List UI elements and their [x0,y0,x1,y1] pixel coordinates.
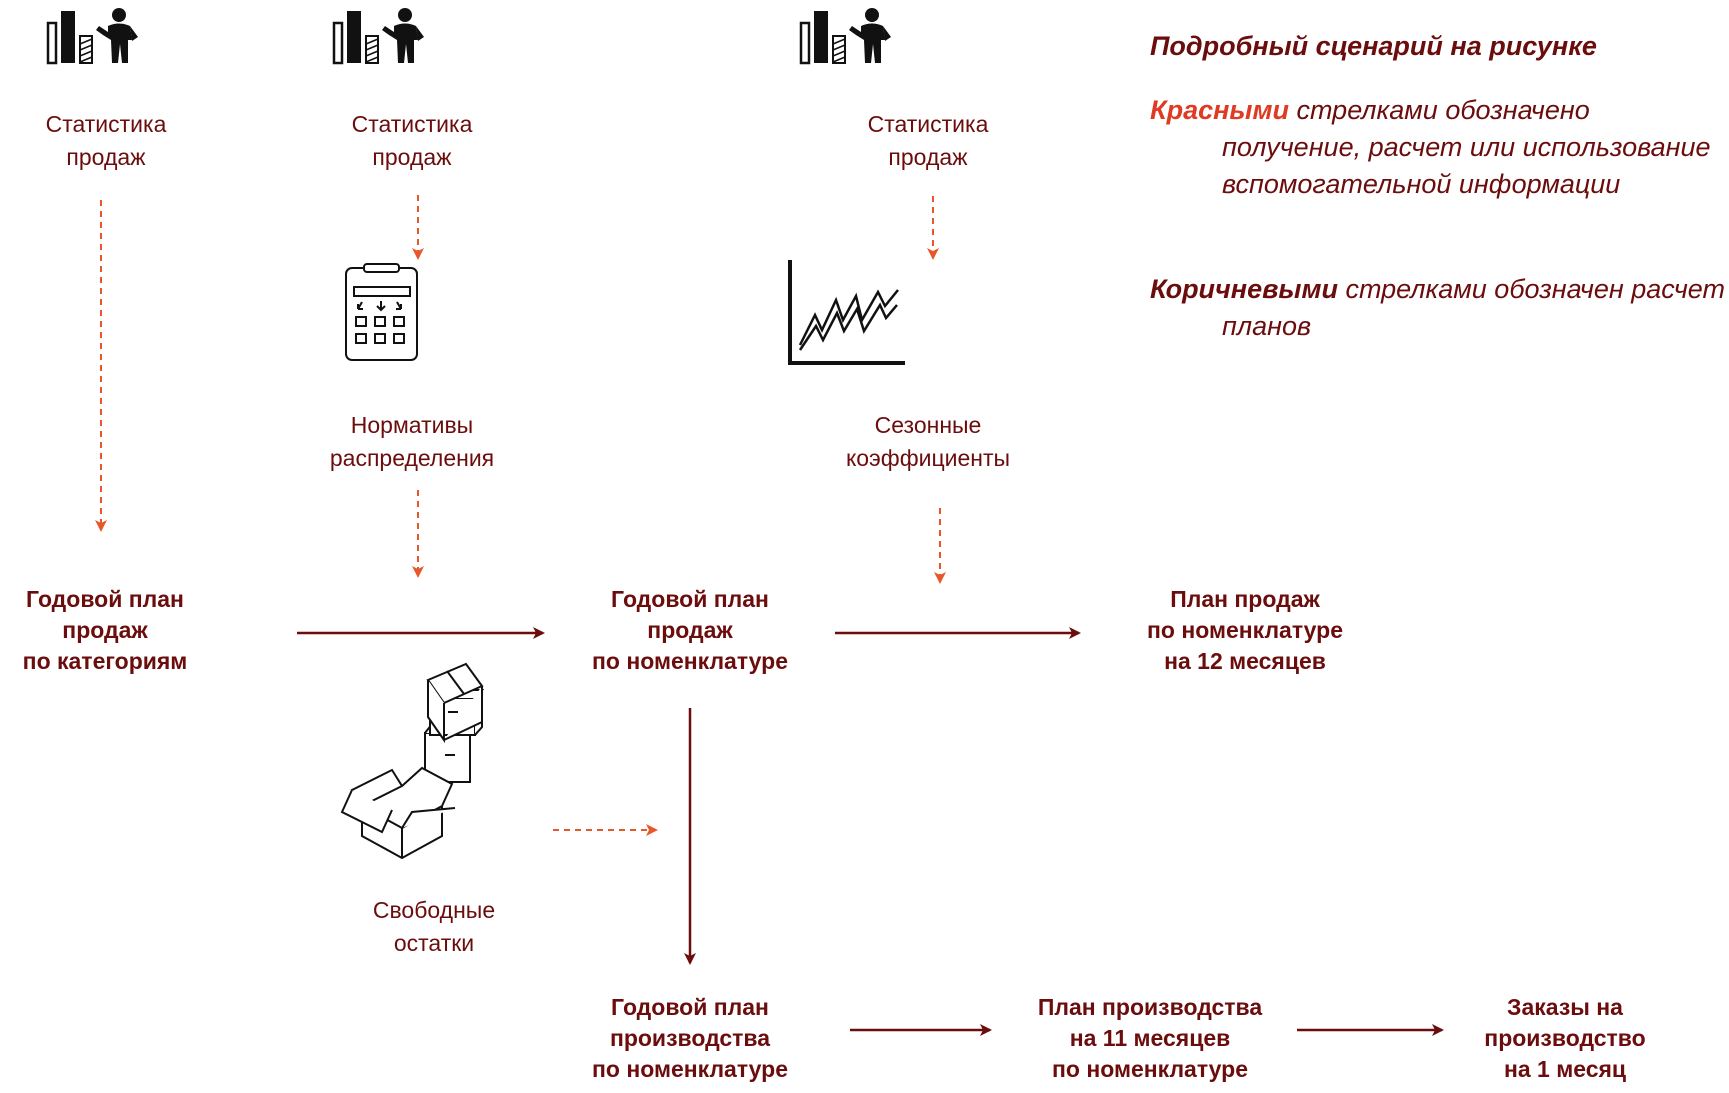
source-label-line: коэффициенты [845,445,1011,471]
node-line: по категориям [22,648,188,674]
node-line: продаж [62,617,148,643]
source-label-line: Статистика [867,111,989,137]
source-seasonal: Сезонные коэффициенты [828,409,1028,475]
node-line: Годовой план [26,586,184,612]
source-stats-1: Статистика продаж [6,108,206,174]
source-label-line: продаж [372,144,452,170]
source-label-line: Статистика [351,111,473,137]
node-line: производство [1484,1025,1646,1051]
node-line: по номенклатуре [591,648,789,674]
stats-icon-3 [799,6,893,65]
node-production-orders-1m: Заказы на производство на 1 месяц [1450,992,1680,1085]
node-line: Заказы на [1507,994,1623,1020]
node-line: План продаж [1170,586,1320,612]
source-label-line: остатки [393,930,475,956]
plan-arrows [297,627,1444,1036]
node-production-plan-11m: План производства на 11 месяцев по номен… [1010,992,1290,1085]
node-sales-plan-12m: План продаж по номенклатуре на 12 месяце… [1105,584,1385,677]
source-norms: Нормативы распределения [312,409,512,475]
node-line: по номенклатуре [591,1056,789,1082]
legend-brown: Коричневыми стрелками обозначен расчет п… [1150,271,1729,345]
source-label-line: Свободные [372,897,496,923]
source-stats-3: Статистика продаж [828,108,1028,174]
node-annual-plan-category: Годовой план продаж по категориям [0,584,210,677]
legend-title: Подробный сценарий на рисунке [1150,31,1597,61]
source-label-line: продаж [66,144,146,170]
info-arrows [95,195,946,836]
source-label-line: Сезонные [874,412,982,438]
stats-icon-1 [46,6,140,65]
source-stats-2: Статистика продаж [312,108,512,174]
node-line: Годовой план [611,994,769,1020]
boxes-icon [340,662,485,860]
node-line: План производства [1037,994,1263,1020]
source-label-line: продаж [888,144,968,170]
source-label-line: Нормативы [350,412,474,438]
node-line: на 11 месяцев [1069,1025,1231,1051]
calculator-icon [345,263,418,361]
line-chart-icon [788,260,905,365]
node-line: продаж [647,617,733,643]
node-line: на 12 месяцев [1164,648,1326,674]
stats-icon-2 [332,6,426,65]
source-stock: Свободные остатки [334,894,534,960]
legend-red-word: Красными [1150,95,1289,125]
source-label-line: Статистика [45,111,167,137]
node-line: на 1 месяц [1503,1056,1627,1082]
node-line: по номенклатуре [1051,1056,1249,1082]
node-line: по номенклатуре [1146,617,1344,643]
node-annual-production-plan: Годовой план производства по номенклатур… [570,992,810,1085]
legend-red-text: стрелками обозначено получение, расчет и… [1222,95,1711,199]
legend-brown-text: стрелками обозначен расчет планов [1222,274,1726,341]
node-line: производства [609,1025,771,1051]
node-line: Годовой план [611,586,769,612]
legend-red: Красными стрелками обозначено получение,… [1150,92,1729,203]
legend-brown-word: Коричневыми [1150,274,1338,304]
node-annual-plan-nomenclature: Годовой план продаж по номенклатуре [570,584,810,677]
source-label-line: распределения [329,445,495,471]
